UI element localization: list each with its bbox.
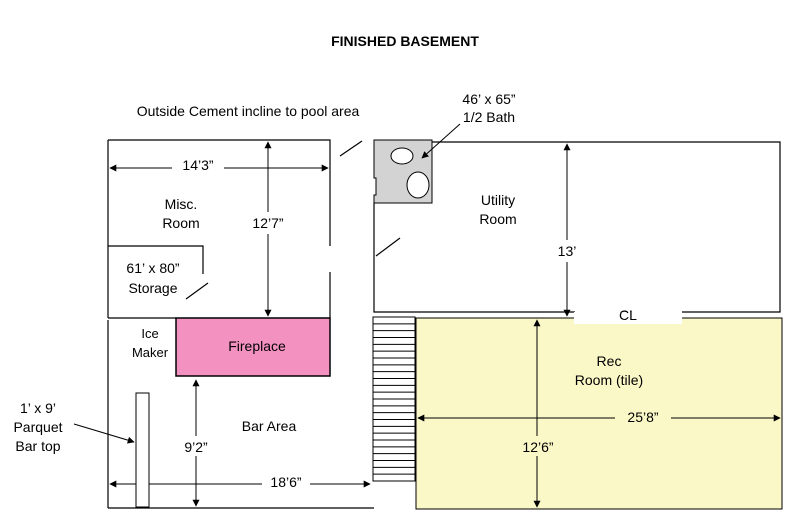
utility-room-label-1: Utility — [481, 192, 515, 208]
bar-top-pointer-arrow — [73, 423, 135, 444]
bar-top-label-1: 1’ x 9’ — [20, 400, 56, 416]
bar-width-label: 18’6” — [270, 474, 301, 490]
utility-room — [373, 141, 781, 313]
utility-door-mark — [375, 237, 401, 257]
rec-room — [415, 317, 783, 510]
utility-room-label-2: Room — [479, 211, 516, 227]
bar-area-label: Bar Area — [242, 418, 297, 434]
outside-label: Outside Cement incline to pool area — [137, 103, 360, 119]
bar-height-label: 9’2” — [184, 439, 208, 455]
rec-height-label: 12’6” — [522, 439, 553, 455]
bar-area — [107, 320, 374, 509]
misc-width-label: 14’3” — [182, 157, 213, 173]
closet-label-front: CL — [619, 307, 637, 323]
ice-maker-label-1: Ice — [141, 326, 158, 341]
misc-room-label-2: Room — [162, 215, 199, 231]
misc-room — [107, 139, 331, 319]
bath-pointer-arrow — [421, 123, 461, 159]
misc-height-label: 12’7” — [252, 215, 283, 231]
rec-width-label: 25’8” — [627, 409, 658, 425]
outside-door-mark — [339, 140, 363, 157]
bath-name-label: 1/2 Bath — [463, 109, 515, 125]
plan-title: FINISHED BASEMENT — [331, 33, 479, 49]
bath-size-label: 46’ x 65” — [462, 91, 516, 107]
bar-top-label-2: Parquet — [13, 419, 62, 435]
rec-room-label-1: Rec — [597, 353, 622, 369]
storage-label-1: 61’ x 80” — [126, 260, 180, 276]
storage-label-2: Storage — [128, 280, 177, 296]
bar-top — [135, 392, 150, 508]
half-bath — [373, 139, 433, 204]
ice-maker-label-2: Maker — [132, 345, 169, 360]
sink-icon — [390, 147, 414, 165]
stairs — [372, 316, 416, 482]
misc-room-label-1: Misc. — [165, 196, 198, 212]
fireplace-label: Fireplace — [228, 338, 286, 354]
bar-top-label-3: Bar top — [15, 438, 60, 454]
fireplace — [175, 317, 331, 377]
rec-room-label-2: Room (tile) — [575, 372, 643, 388]
toilet-icon — [406, 171, 430, 199]
storage-room — [108, 245, 209, 300]
utility-height-label: 13’ — [558, 243, 577, 259]
